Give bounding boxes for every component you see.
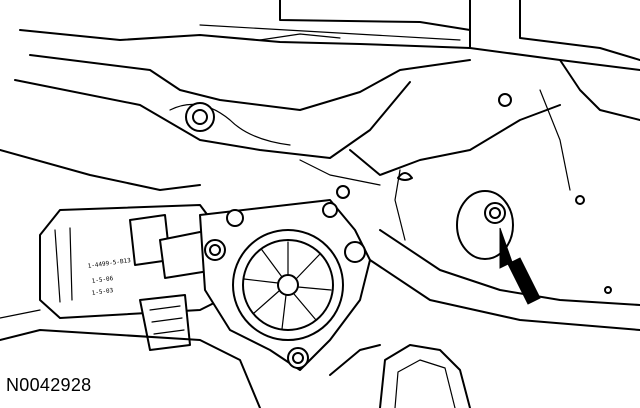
window-motor: 1-4499-5-B13 1-5-06 1-5-03	[39, 204, 221, 351]
figure-id-label: N0042928	[6, 375, 92, 395]
motor-label-line3: 1-5-03	[91, 287, 114, 297]
access-hole	[456, 190, 514, 260]
gear-wheel	[232, 229, 344, 341]
motor-label-line2: 1-5-06	[91, 275, 114, 285]
regulator-drum	[329, 344, 471, 408]
hole-tab	[397, 172, 413, 181]
bolt-upper-left	[185, 102, 215, 132]
door-inner-panel	[0, 0, 640, 331]
lower-edge	[0, 309, 261, 408]
hole-right	[575, 195, 585, 205]
pointer-arrow	[499, 227, 541, 305]
hole-far-right	[604, 286, 612, 294]
hole-mid	[336, 185, 350, 199]
hole-upper-right	[498, 93, 512, 107]
